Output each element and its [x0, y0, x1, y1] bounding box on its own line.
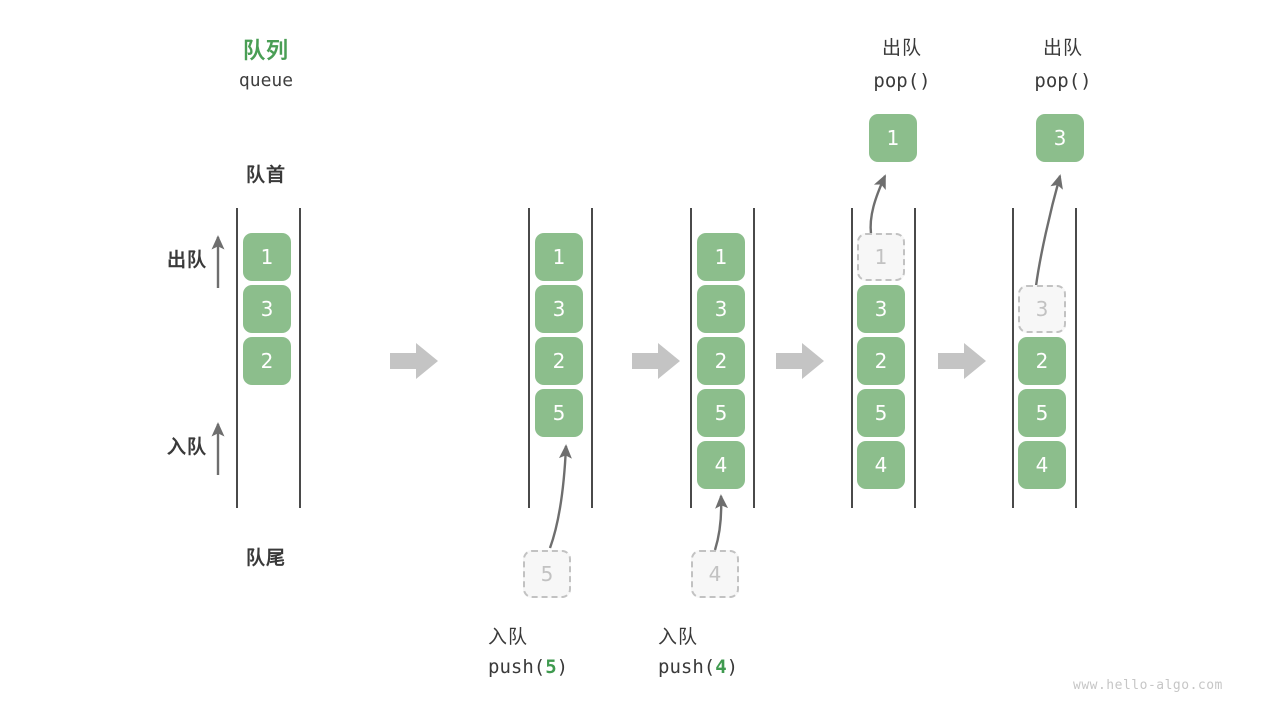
queue-rail-right-col2 — [591, 208, 593, 508]
queue-cell: 2 — [243, 337, 291, 385]
pop-arrow-1 — [869, 174, 887, 235]
enqueue-direction-arrow — [211, 422, 225, 475]
queue-cell: 5 — [697, 389, 745, 437]
queue-cell: 3 — [535, 285, 583, 333]
pop-label-cn-2: 出队 — [1042, 37, 1083, 59]
push-code-suffix: ) — [556, 656, 569, 678]
push-code-suffix: ) — [726, 656, 739, 678]
queue-cell: 3 — [243, 285, 291, 333]
queue-rail-left-col2 — [528, 208, 530, 508]
step-arrow-3 — [776, 343, 824, 379]
queue-cell: 2 — [857, 337, 905, 385]
queue-rail-left-col3 — [690, 208, 692, 508]
incoming-ghost-cell: 4 — [691, 550, 739, 598]
queue-cell: 4 — [1018, 441, 1066, 489]
pop-label-cn-1: 出队 — [881, 37, 922, 59]
queue-cell-removed: 3 — [1018, 285, 1066, 333]
dequeue-label: 出队 — [166, 249, 207, 271]
queue-cell: 1 — [243, 233, 291, 281]
push-label-cn-2: 入队 — [658, 626, 699, 648]
queue-cell: 4 — [857, 441, 905, 489]
queue-cell-new: 5 — [535, 389, 583, 437]
push-code-prefix: push( — [488, 656, 546, 678]
queue-rail-left-col4 — [851, 208, 853, 508]
push-arrow-2 — [713, 494, 729, 551]
push-code-value: 5 — [545, 656, 557, 678]
queue-rail-right-col1 — [299, 208, 301, 508]
queue-cell: 5 — [1018, 389, 1066, 437]
queue-cell: 5 — [857, 389, 905, 437]
push-label-code-1: push(5) — [488, 656, 648, 678]
queue-cell: 2 — [697, 337, 745, 385]
popped-cell: 3 — [1036, 114, 1084, 162]
tail-label: 队尾 — [245, 547, 286, 569]
push-code-prefix: push( — [658, 656, 716, 678]
pop-label-code-2: pop() — [1034, 70, 1092, 92]
push-arrow-1 — [548, 444, 572, 549]
queue-cell: 2 — [535, 337, 583, 385]
queue-rail-right-col4 — [914, 208, 916, 508]
queue-cell: 3 — [697, 285, 745, 333]
pop-label-code-1: pop() — [873, 70, 931, 92]
queue-rail-left-col1 — [236, 208, 238, 508]
queue-cell-new: 4 — [697, 441, 745, 489]
queue-cell: 3 — [857, 285, 905, 333]
queue-cell: 2 — [1018, 337, 1066, 385]
queue-cell-removed: 1 — [857, 233, 905, 281]
step-arrow-2 — [632, 343, 680, 379]
incoming-ghost-cell: 5 — [523, 550, 571, 598]
popped-cell: 1 — [869, 114, 917, 162]
step-arrow-1 — [390, 343, 438, 379]
push-label-code-2: push(4) — [658, 656, 818, 678]
enqueue-label: 入队 — [166, 436, 207, 458]
diagram-title-cn: 队列 — [242, 39, 289, 64]
head-label: 队首 — [245, 164, 286, 186]
queue-cell: 1 — [697, 233, 745, 281]
queue-rail-left-col5 — [1012, 208, 1014, 508]
dequeue-direction-arrow — [211, 235, 225, 288]
pop-arrow-2 — [1034, 174, 1063, 287]
queue-rail-right-col3 — [753, 208, 755, 508]
push-code-value: 4 — [715, 656, 727, 678]
queue-rail-right-col5 — [1075, 208, 1077, 508]
queue-cell: 1 — [535, 233, 583, 281]
watermark: www.hello-algo.com — [1073, 678, 1223, 693]
push-label-cn-1: 入队 — [488, 626, 529, 648]
step-arrow-4 — [938, 343, 986, 379]
diagram-title-en: queue — [238, 70, 294, 91]
